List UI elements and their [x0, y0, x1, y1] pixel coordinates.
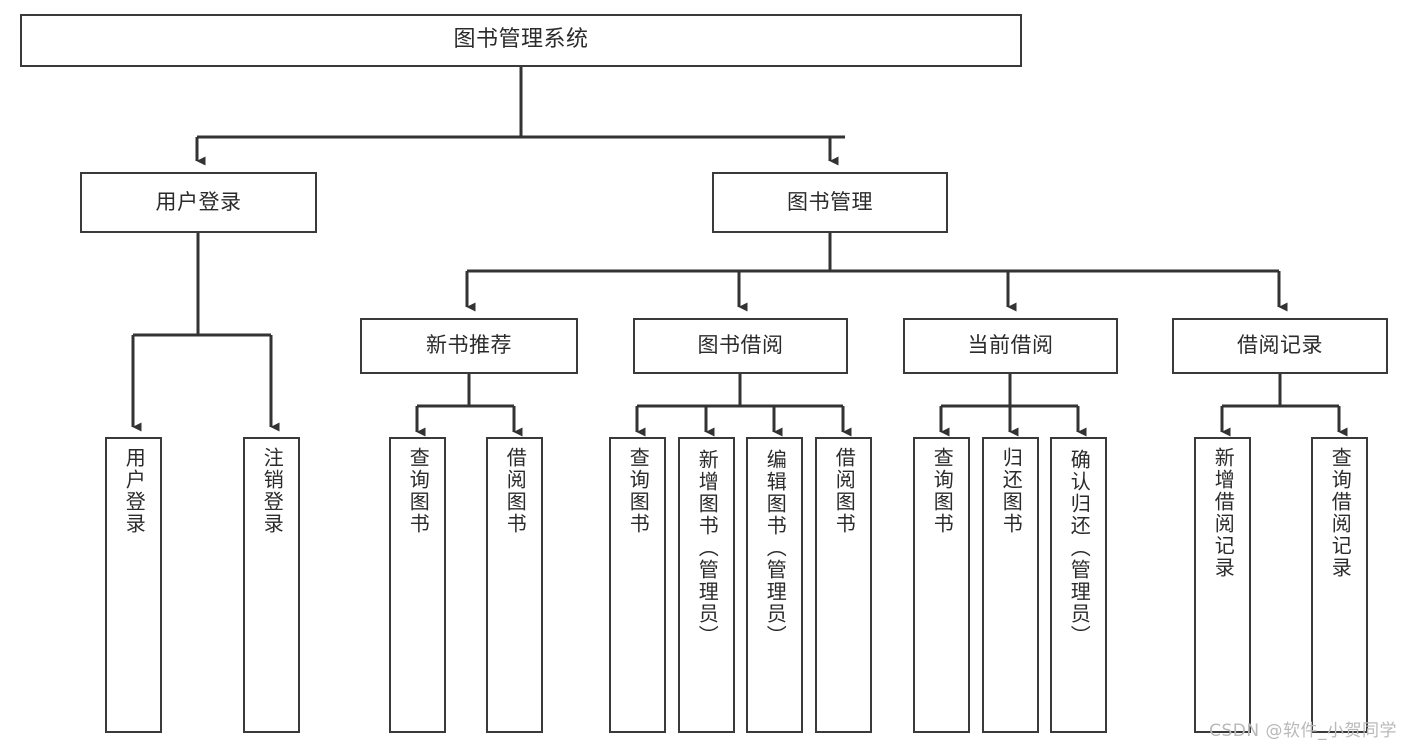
leaf-label: 编辑图书（管理员） [763, 449, 788, 647]
node-root-system[interactable]: 图书管理系统 [20, 14, 1022, 67]
leaf-user-login[interactable]: 用户登录 [105, 437, 162, 733]
node-new-book-recommend[interactable]: 新书推荐 [360, 318, 578, 374]
leaf-return-book[interactable]: 归还图书 [982, 437, 1039, 733]
node-book-management[interactable]: 图书管理 [712, 172, 948, 233]
leaf-label: 查询图书 [406, 447, 431, 535]
node-current-borrow[interactable]: 当前借阅 [903, 318, 1118, 374]
leaf-label: 查询图书 [930, 447, 955, 535]
node-label: 当前借阅 [967, 333, 1054, 358]
node-label: 图书管理 [787, 189, 873, 214]
leaf-label: 归还图书 [999, 447, 1024, 535]
leaf-new-book-query[interactable]: 查询图书 [389, 437, 446, 733]
node-book-borrow[interactable]: 图书借阅 [633, 318, 848, 374]
node-label: 借阅记录 [1237, 333, 1323, 358]
leaf-logout[interactable]: 注销登录 [243, 437, 300, 733]
node-borrow-record[interactable]: 借阅记录 [1172, 318, 1388, 374]
csdn-watermark: CSDN @软件_小贺同学 [1209, 721, 1397, 741]
leaf-current-query[interactable]: 查询图书 [913, 437, 970, 733]
node-label: 用户登录 [155, 189, 242, 214]
leaf-label: 借阅图书 [832, 447, 857, 535]
node-user-login[interactable]: 用户登录 [80, 172, 317, 233]
leaf-new-book-borrow[interactable]: 借阅图书 [486, 437, 543, 733]
leaf-book-add-admin[interactable]: 新增图书（管理员） [678, 437, 735, 733]
leaf-label: 用户登录 [122, 447, 147, 535]
leaf-label: 查询图书 [626, 447, 651, 535]
leaf-label: 注销登录 [260, 447, 285, 535]
leaf-label: 确认归还（管理员） [1067, 449, 1092, 647]
node-label: 图书借阅 [697, 333, 784, 358]
leaf-label: 查询借阅记录 [1328, 447, 1353, 579]
node-label: 新书推荐 [426, 333, 512, 358]
node-label: 图书管理系统 [453, 27, 589, 53]
leaf-book-edit-admin[interactable]: 编辑图书（管理员） [746, 437, 803, 733]
leaf-query-borrow-record[interactable]: 查询借阅记录 [1311, 437, 1368, 733]
leaf-book-borrow-action[interactable]: 借阅图书 [815, 437, 872, 733]
leaf-label: 借阅图书 [503, 447, 528, 535]
leaf-add-borrow-record[interactable]: 新增借阅记录 [1194, 437, 1251, 733]
leaf-label: 新增图书（管理员） [695, 449, 720, 647]
leaf-label: 新增借阅记录 [1211, 447, 1236, 579]
leaf-book-query[interactable]: 查询图书 [609, 437, 666, 733]
leaf-confirm-return-admin[interactable]: 确认归还（管理员） [1050, 437, 1107, 733]
